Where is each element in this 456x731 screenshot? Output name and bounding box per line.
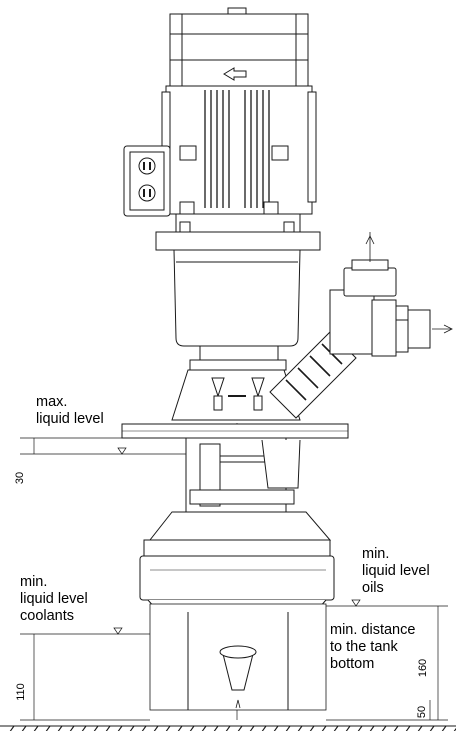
dimension-160: 160	[417, 658, 430, 678]
tank-distance-line1: min. distance	[330, 622, 416, 638]
lantern-housing	[173, 249, 301, 371]
min-coolants-line2: liquid level	[20, 591, 88, 607]
pump-lower-housing	[139, 511, 335, 711]
tank-bottom-hatch	[0, 725, 456, 731]
pump-column	[185, 437, 301, 513]
dimension-110: 110	[14, 683, 27, 701]
min-oils-line1: min.	[362, 546, 390, 562]
discharge-pipe	[269, 232, 453, 419]
min-oils-line2: liquid level	[362, 563, 430, 579]
max-level-line1: max.	[36, 394, 68, 410]
motor-body	[161, 85, 317, 219]
min-oils-label: min. liquid level oils	[362, 546, 430, 597]
motor-flange	[155, 213, 321, 251]
dimension-30: 30	[14, 471, 27, 485]
min-coolants-line3: coolants	[20, 608, 75, 624]
min-oils-line3: oils	[362, 580, 384, 596]
motor-fan-cover	[169, 7, 309, 87]
min-coolants-label: min. liquid level coolants	[20, 574, 88, 625]
tank-distance-line3: bottom	[330, 656, 375, 672]
tank-distance-label: min. distance to the tank bottom	[330, 622, 415, 673]
max-level-label: max. liquid level	[36, 394, 104, 428]
dimension-50: 50	[416, 705, 429, 719]
terminal-box	[123, 145, 171, 217]
min-coolants-line1: min.	[20, 574, 48, 590]
level-lines	[20, 437, 448, 721]
pump-upper-body	[171, 369, 301, 421]
max-level-line2: liquid level	[36, 411, 104, 427]
tank-distance-line2: to the tank	[330, 639, 398, 655]
